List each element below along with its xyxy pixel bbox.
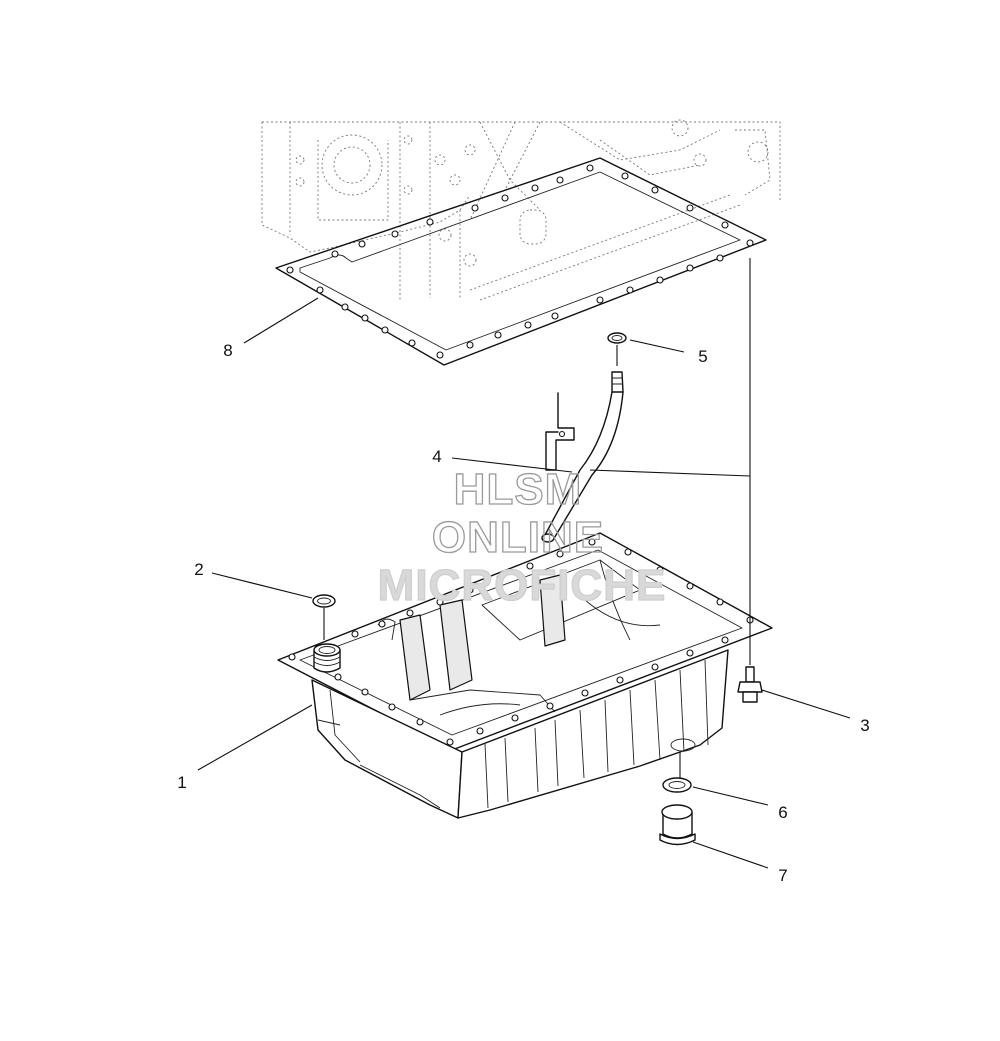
callout-1: 1 — [177, 773, 186, 792]
callout-2: 2 — [194, 560, 203, 579]
watermark: HLSM ONLINE MICROFICHE — [377, 464, 667, 610]
watermark-line-3: MICROFICHE — [378, 561, 667, 610]
o-ring-icon — [312, 594, 336, 640]
callout-labels: 8 5 4 2 3 1 6 7 — [177, 341, 869, 885]
leader-lines — [197, 297, 851, 869]
leader-1 — [197, 704, 313, 771]
watermark-line-1: HLSM — [454, 465, 583, 514]
leader-5 — [629, 339, 685, 353]
leader-3 — [761, 689, 851, 719]
callout-5: 5 — [698, 347, 707, 366]
drain-plug-icon — [659, 804, 696, 846]
bolt-icon — [589, 258, 763, 703]
callout-8: 8 — [223, 341, 232, 360]
leader-4 — [451, 457, 573, 473]
leader-6 — [692, 786, 769, 806]
dipstick-tube-icon — [541, 371, 624, 543]
washer-icon — [662, 752, 692, 793]
leader-8 — [243, 297, 319, 344]
oil-pan-icon — [277, 532, 773, 819]
gasket-icon — [275, 157, 767, 366]
o-ring-icon — [607, 332, 627, 366]
callout-6: 6 — [778, 803, 787, 822]
engine-block-icon — [261, 119, 781, 301]
leader-7 — [692, 841, 769, 869]
callout-7: 7 — [778, 866, 787, 885]
callout-3: 3 — [860, 716, 869, 735]
leader-2 — [211, 572, 313, 599]
callout-4: 4 — [432, 447, 441, 466]
watermark-line-2: ONLINE — [432, 513, 604, 562]
